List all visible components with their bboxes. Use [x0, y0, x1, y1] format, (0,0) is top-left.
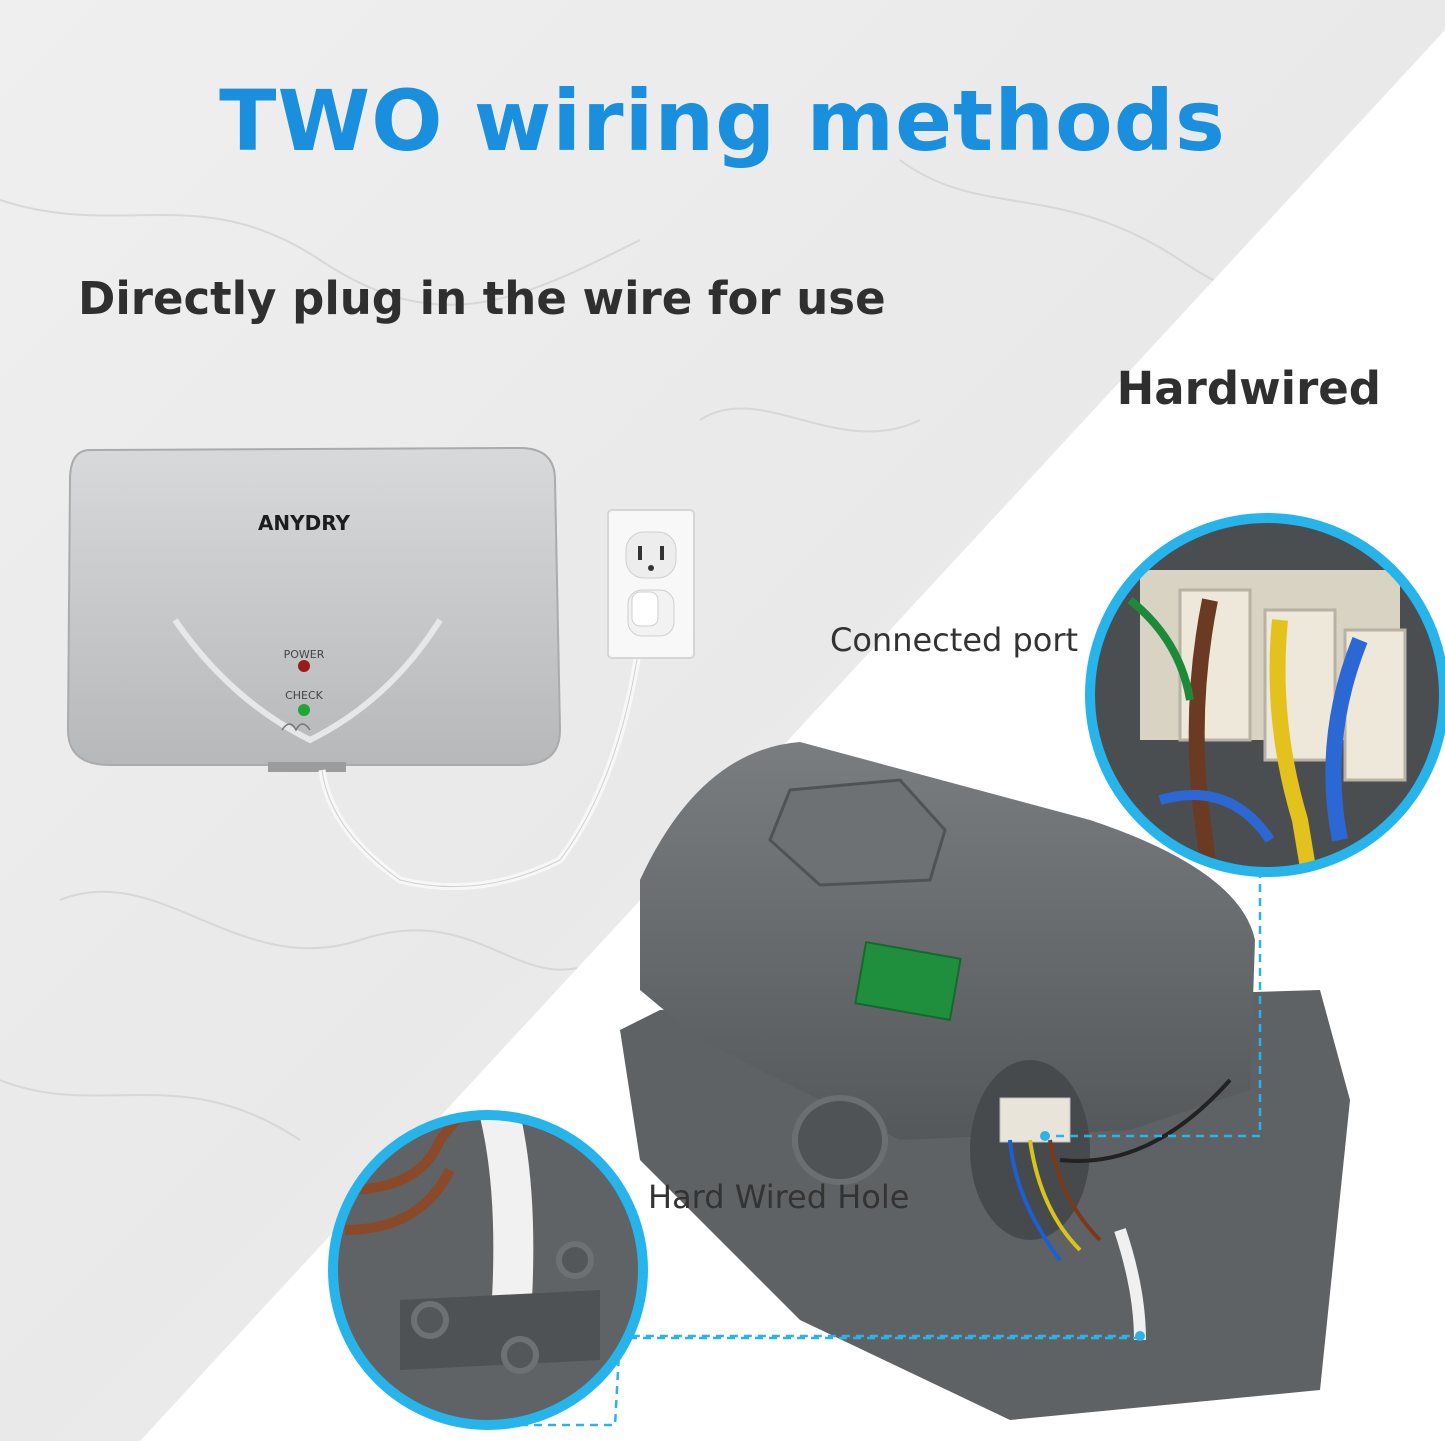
connected-port-zoom: [1085, 513, 1445, 877]
check-led-icon: [298, 704, 310, 716]
plug-in-method-heading: Directly plug in the wire for use: [78, 272, 886, 325]
wall-outlet-icon: [607, 509, 695, 659]
marble-veins: [0, 159, 1441, 1141]
power-led-icon: [298, 660, 310, 672]
check-label: CHECK: [285, 689, 324, 702]
leader-lines: [520, 870, 1262, 1427]
connected-port-callout: Connected port: [830, 621, 1079, 659]
hard-wired-hole-callout: Hard Wired Hole: [648, 1178, 910, 1216]
dryer-brand: ANYDRY: [258, 511, 351, 535]
hard-wired-hole-zoom: [328, 1110, 648, 1430]
hand-dryer: ANYDRY POWER CHECK: [66, 446, 562, 772]
hand-sensor-icon: [281, 723, 311, 732]
open-dryer-housing: [620, 742, 1350, 1420]
hardwired-heading: Hardwired: [1116, 362, 1381, 415]
page-title: TWO wiring methods: [219, 72, 1226, 170]
power-label: POWER: [284, 648, 325, 661]
circuit-board: [854, 940, 962, 1022]
